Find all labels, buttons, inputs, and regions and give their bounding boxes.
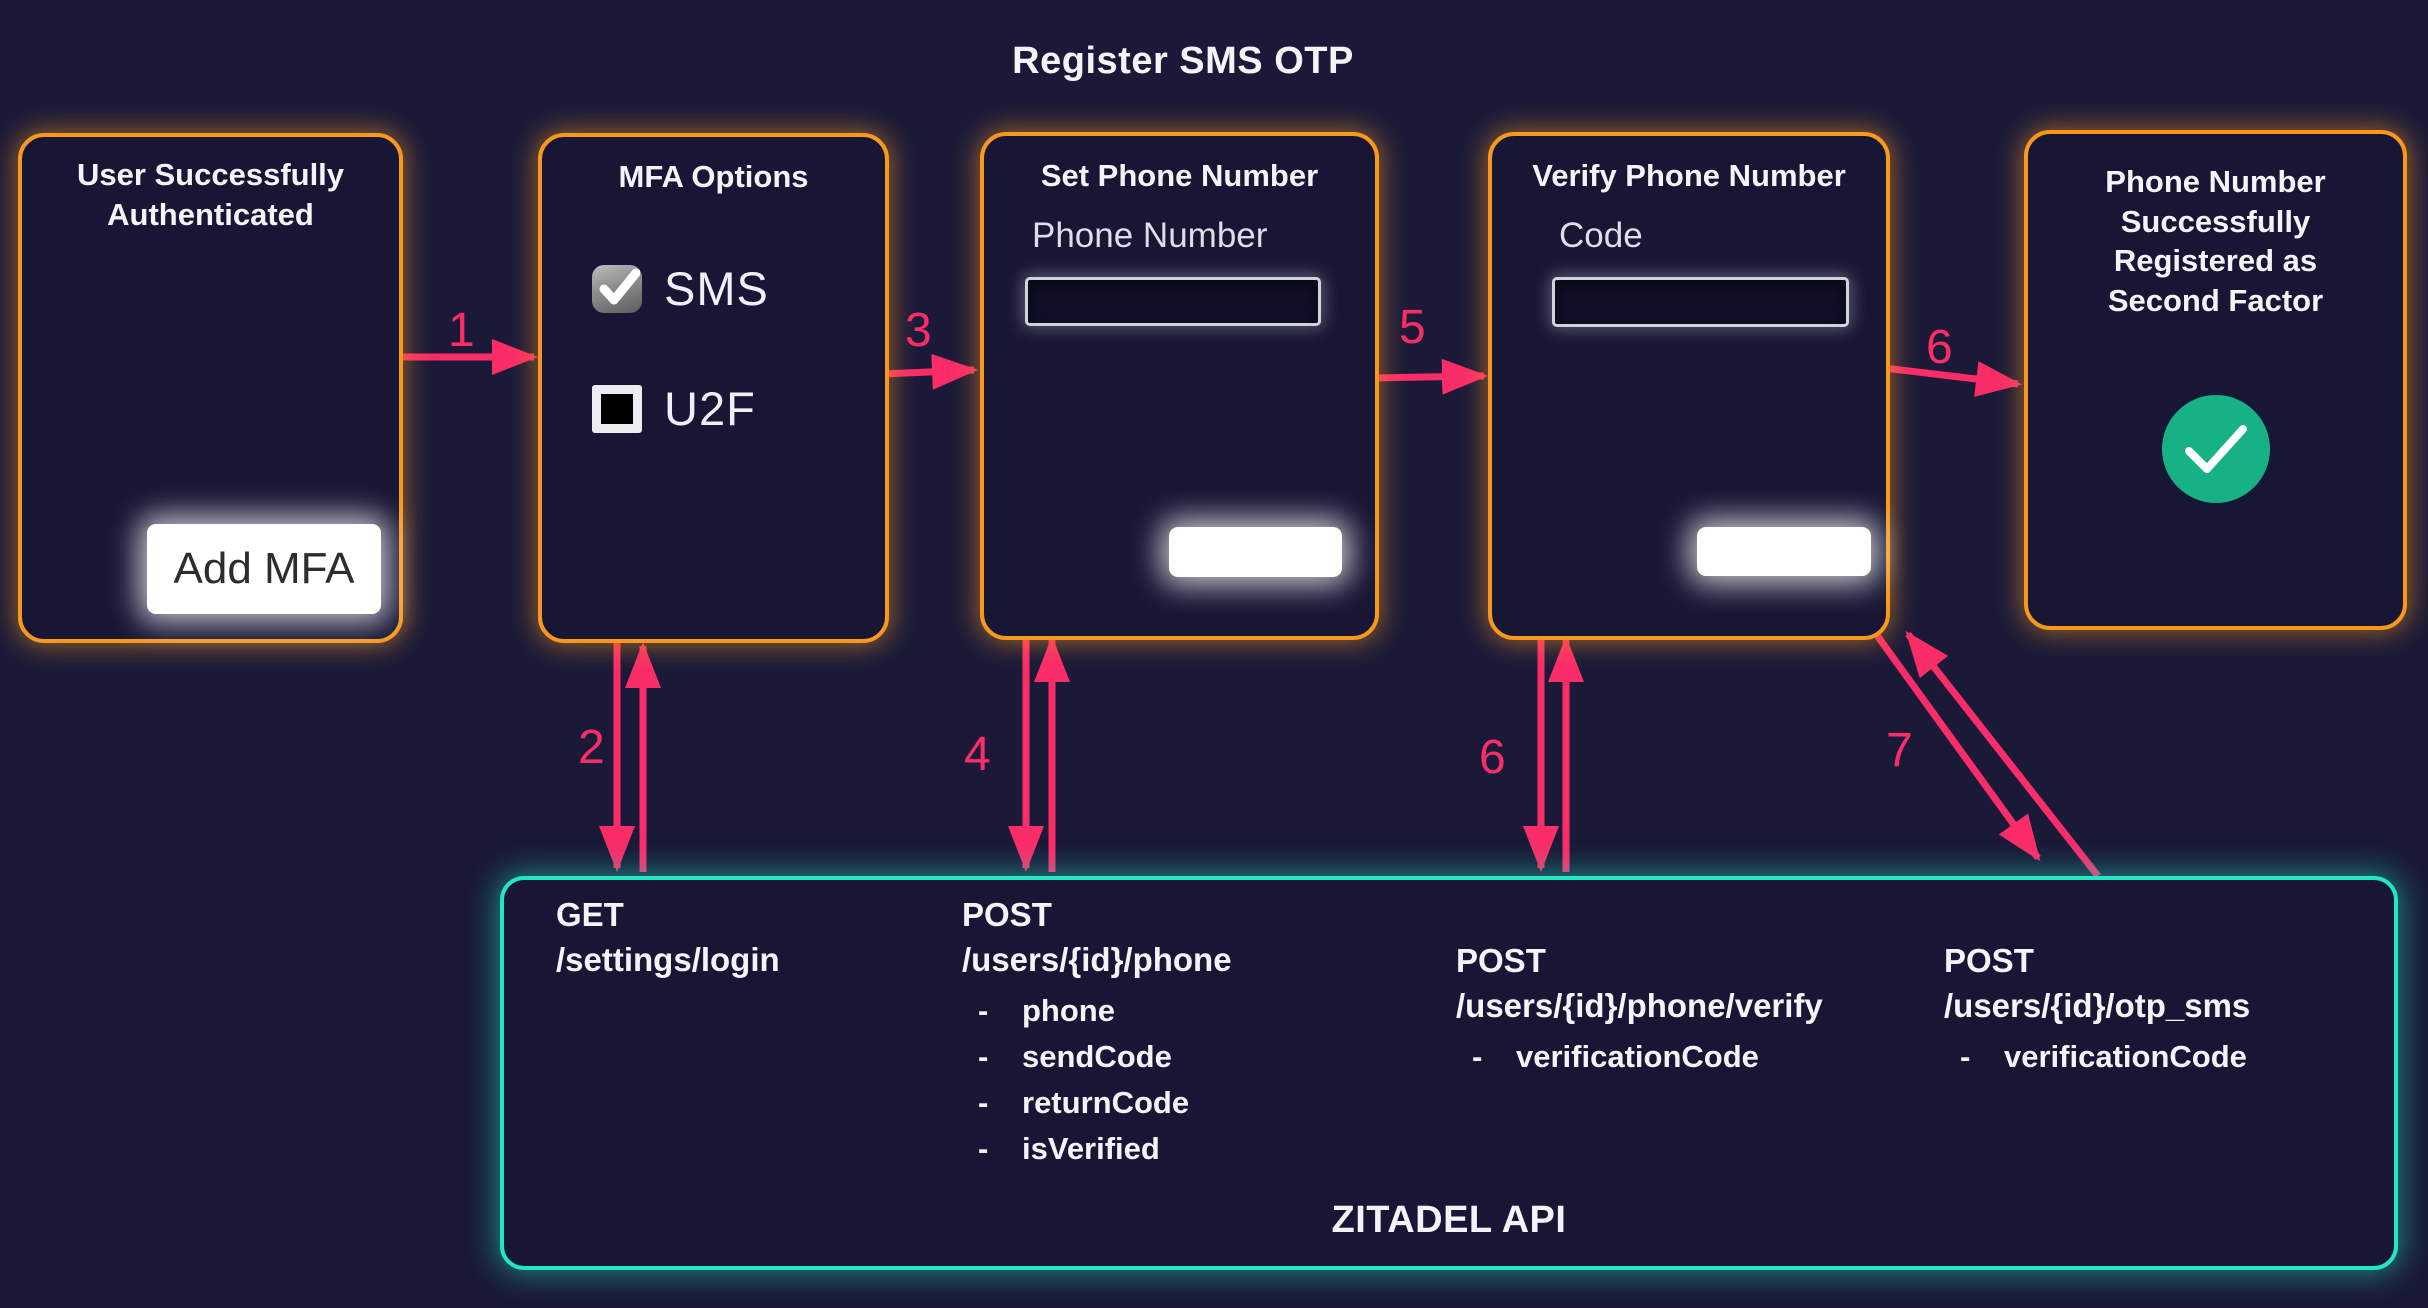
phone-number-input[interactable]: [1025, 277, 1321, 326]
mfa-option-label: U2F: [664, 382, 756, 435]
endpoint-params: verificationCode: [1944, 1034, 2250, 1080]
checkbox-fill: [601, 393, 633, 424]
verify-code-button[interactable]: [1697, 527, 1871, 576]
card-title: User Successfully Authenticated: [76, 157, 345, 232]
endpoint-path: /users/{id}/otp_sms: [1944, 987, 2251, 1024]
endpoint-method: GET: [556, 896, 624, 933]
step-label-6-horizontal: 6: [1926, 321, 1953, 374]
card-title: Set Phone Number: [1040, 158, 1319, 193]
add-mfa-button[interactable]: Add MFA: [147, 524, 381, 614]
success-check-icon: [2162, 395, 2270, 503]
step-label-6-vertical: 6: [1479, 731, 1506, 784]
card-user-authenticated: User Successfully Authenticated Add MFA: [18, 133, 403, 643]
endpoint-param: verificationCode: [1944, 1034, 2250, 1080]
endpoint-params: phone sendCode returnCode isVerified: [962, 988, 1232, 1172]
code-label: Code: [1559, 216, 1643, 255]
endpoint-path: /users/{id}/phone: [962, 941, 1232, 978]
endpoint-method: POST: [1944, 942, 2034, 979]
endpoint-path: /users/{id}/phone/verify: [1456, 987, 1823, 1024]
endpoint-params: verificationCode: [1456, 1034, 1823, 1080]
endpoint-method: POST: [1456, 942, 1546, 979]
card-set-phone: Set Phone Number Phone Number: [980, 132, 1379, 640]
endpoint-param: phone: [962, 988, 1232, 1034]
card-mfa-options: MFA Options SMS U2F: [538, 133, 889, 643]
check-icon: [599, 268, 640, 304]
arrow-step3: [881, 353, 978, 390]
endpoint-post-otp-sms: POST /users/{id}/otp_sms verificationCod…: [1944, 938, 2250, 1080]
mfa-option-u2f[interactable]: U2F: [592, 381, 756, 436]
arrow-step6-horizontal: [1883, 361, 2022, 397]
sms-checkbox-checked-icon[interactable]: [592, 264, 642, 313]
arrow-step7-down: [1873, 631, 2041, 862]
arrow-lines: [397, 339, 2101, 879]
u2f-checkbox-unchecked-icon[interactable]: [592, 384, 642, 433]
endpoint-method: POST: [962, 896, 1052, 933]
endpoint-param: returnCode: [962, 1080, 1232, 1126]
step-label-1: 1: [448, 304, 475, 357]
endpoint-post-phone-verify: POST /users/{id}/phone/verify verificati…: [1456, 938, 1823, 1080]
step-label-3: 3: [905, 304, 932, 357]
step-label-4: 4: [964, 728, 991, 781]
endpoint-get-settings-login: GET /settings/login: [556, 892, 780, 982]
phone-number-label: Phone Number: [1032, 216, 1268, 255]
page-title: Register SMS OTP: [1012, 40, 1354, 82]
arrow-step7-up: [1905, 630, 2101, 879]
zitadel-api-box: GET /settings/login POST /users/{id}/pho…: [500, 876, 2398, 1270]
endpoint-param: verificationCode: [1456, 1034, 1823, 1080]
step-label-7: 7: [1886, 724, 1913, 777]
arrow-step5: [1371, 358, 1488, 395]
endpoint-post-phone: POST /users/{id}/phone phone sendCode re…: [962, 892, 1232, 1172]
check-icon: [2185, 425, 2247, 473]
endpoint-param: sendCode: [962, 1034, 1232, 1080]
card-verify-phone: Verify Phone Number Code: [1488, 132, 1890, 640]
save-phone-button[interactable]: [1169, 527, 1342, 577]
code-input[interactable]: [1552, 277, 1849, 327]
mfa-option-label: SMS: [664, 262, 769, 315]
step-label-2: 2: [578, 721, 605, 774]
card-title: Verify Phone Number: [1532, 158, 1846, 193]
card-title: Phone Number Successfully Registered as …: [2105, 164, 2326, 319]
card-registered-success: Phone Number Successfully Registered as …: [2024, 130, 2407, 630]
card-title: MFA Options: [618, 159, 809, 194]
endpoint-param: isVerified: [962, 1126, 1232, 1172]
api-title: ZITADEL API: [1331, 1199, 1567, 1241]
endpoint-path: /settings/login: [556, 941, 780, 978]
step-label-5: 5: [1399, 301, 1426, 354]
mfa-option-sms[interactable]: SMS: [592, 261, 769, 316]
